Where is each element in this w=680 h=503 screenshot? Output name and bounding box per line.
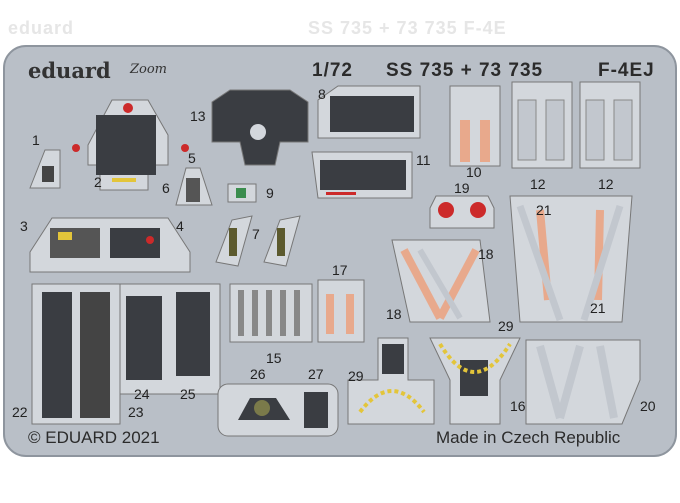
part-12b-belt-b [613,99,633,161]
part-18-belt-c [417,248,463,320]
ghost-set-code: SS 735 + 73 735 F-4E [308,18,507,38]
part-number-29a: 29 [348,368,364,384]
part-number-5: 5 [188,150,196,166]
part-number-8: 8 [318,86,326,102]
part-7-right-belt [277,228,285,256]
part-26-yellow [254,400,270,416]
part-16-belt-a [536,344,564,420]
part-number-22: 22 [12,404,28,420]
part-12a-belt-b [545,99,565,161]
part-1-detail [42,166,54,182]
brand-logo: eduard [28,58,111,83]
part-number-15: 15 [266,350,282,366]
part-number-1: 1 [32,132,40,148]
part-23-dark [80,292,110,418]
part-2-red-right [181,144,189,152]
part-16-belt-b [556,344,584,420]
part-25-dark [176,292,210,376]
part-21-belt-b [594,209,604,301]
part-15-strip-a [238,290,244,336]
part-number-24: 24 [134,386,150,402]
scale-label: 1/72 [312,60,353,81]
part-17-belt-a [326,294,334,334]
part-number-10: 10 [466,164,482,180]
part-27-panel [304,392,328,428]
part-17-belt-b [346,294,354,334]
part-24-dark [126,296,162,380]
part-number-2: 2 [94,174,102,190]
part-11-instruments [320,160,406,190]
part-18-belt-a [400,248,444,320]
part-number-7: 7 [252,226,260,242]
part-number-25: 25 [180,386,196,402]
part-number-19: 19 [454,180,470,196]
part-2-red-light [123,103,133,113]
part-2-instruments [96,115,156,175]
part-number-23: 23 [128,404,144,420]
aircraft-label: F-4EJ [598,60,655,81]
part-number-17: 17 [332,262,348,278]
part-number-3: 3 [20,218,28,234]
part-9-detail [236,188,246,198]
part-number-11: 11 [416,152,431,168]
part-number-20: 20 [640,398,656,414]
part-29a-belt [358,389,426,414]
copyright-label: © EDUARD 2021 [28,428,160,447]
set-code-label: SS 735 + 73 735 [386,60,544,81]
part-2-red-left [72,144,80,152]
part-12a-belt-a [517,99,537,161]
part-13-gauge [250,124,266,140]
part-2-yellow-strip [112,178,136,182]
part-15-strip-c [266,290,272,336]
part-22-dark [42,292,72,418]
part-number-4: 4 [176,218,184,234]
part-18-belt-b [436,248,480,320]
part-20-belt-a [596,345,618,419]
part-6-detail [186,178,200,202]
part-number-9: 9 [266,185,274,201]
part-10-belt-a [460,120,470,162]
part-15-strip-d [280,290,286,336]
part-12b-belt-a [585,99,605,161]
part-10-panel [449,85,501,167]
part-29a-buckle [382,344,404,374]
part-number-6: 6 [162,180,170,196]
part-number-29b: 29 [498,318,514,334]
part-number-21a: 21 [536,202,552,218]
part-29b-belt [438,342,512,374]
part-5-yellow [58,232,72,240]
part-8-instruments [330,96,414,132]
part-3-instruments [50,228,100,258]
part-19-red-b [470,202,486,218]
part-number-26: 26 [250,366,266,382]
part-number-12b: 12 [598,176,614,192]
part-number-18b: 18 [386,306,402,322]
ghost-brand: eduard [8,18,75,38]
part-19-red-a [438,202,454,218]
part-15-strip-e [294,290,300,336]
part-4-red-light [146,236,154,244]
part-29a-panel [347,337,435,425]
part-7-left-belt [229,228,237,256]
part-number-12a: 12 [530,176,546,192]
part-number-27: 27 [308,366,324,382]
brand-zoom-logo: Zoom [130,62,168,77]
part-29b-buckle [460,360,488,396]
part-number-16: 16 [510,398,526,414]
part-15-strip-b [252,290,258,336]
part-17-panel [317,279,365,343]
part-number-18a: 18 [478,246,494,262]
part-21-belt-c [516,204,564,322]
origin-label: Made in Czech Republic [436,428,621,447]
part-number-13: 13 [190,108,206,124]
part-number-21b: 21 [590,300,606,316]
part-10-belt-b [480,120,490,162]
part-21-belt-d [580,204,624,322]
part-11-red-strip [326,192,356,195]
